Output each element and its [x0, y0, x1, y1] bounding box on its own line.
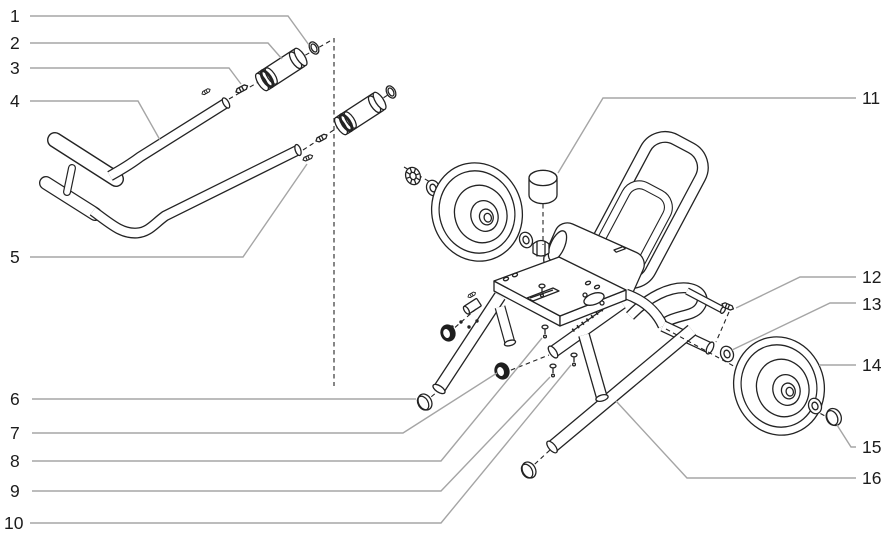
- callout-15-label: 15: [862, 437, 881, 457]
- leader-line-3: [30, 67, 242, 85]
- callout-7-label: 7: [10, 423, 20, 443]
- axle-connector-tube: [624, 288, 668, 329]
- callout-12-label: 12: [862, 267, 881, 287]
- callout-1-label: 1: [10, 6, 20, 26]
- frame-plug-cap: [528, 169, 558, 205]
- lock-washer: [404, 166, 422, 186]
- callout-11-label: 11: [862, 88, 880, 108]
- detent-balls: [450, 319, 479, 329]
- leg-cap-axis-dashed: [522, 449, 551, 476]
- leader-line-9: [32, 376, 551, 492]
- callout-2-label: 2: [10, 33, 20, 53]
- long-support-rail: [546, 324, 697, 454]
- leader-line-5: [30, 163, 308, 258]
- callout-4-label: 4: [10, 91, 20, 111]
- leader-line-4: [30, 100, 161, 141]
- leader-line-13: [731, 302, 856, 351]
- cross-bar: [685, 287, 727, 315]
- frame-slot-mark: [613, 245, 626, 253]
- frame-platform: [462, 256, 627, 327]
- leader-line-7: [32, 372, 498, 434]
- front-support-leg: [494, 305, 517, 347]
- callout-3-label: 3: [10, 58, 20, 78]
- leader-line-8: [32, 337, 543, 462]
- callout-labels: 1 2 3 4 5 6 7 8 9 10 11 12 13 14 15 16: [4, 6, 882, 533]
- leader-lines: [30, 15, 856, 524]
- leader-line-2: [30, 42, 283, 60]
- upper-receiver-tube: [432, 292, 506, 395]
- callout-13-label: 13: [862, 294, 881, 314]
- callout-9-label: 9: [10, 481, 20, 501]
- callout-6-label: 6: [10, 389, 20, 409]
- leader-line-10: [30, 364, 572, 524]
- callout-5-label: 5: [10, 247, 20, 267]
- leader-line-12: [735, 276, 856, 309]
- leader-line-1: [30, 15, 310, 46]
- handle-frame: [39, 87, 302, 239]
- axle-clip: [532, 239, 550, 257]
- leader-line-16: [615, 400, 856, 479]
- callout-8-label: 8: [10, 451, 20, 471]
- leader-line-11: [557, 97, 856, 174]
- leader-line-15: [836, 424, 856, 448]
- callout-16-label: 16: [862, 468, 881, 488]
- center-support-leg: [578, 333, 609, 403]
- callout-10-label: 10: [4, 513, 24, 533]
- callout-14-label: 14: [862, 355, 882, 375]
- pin-axis-dashed: [715, 311, 730, 343]
